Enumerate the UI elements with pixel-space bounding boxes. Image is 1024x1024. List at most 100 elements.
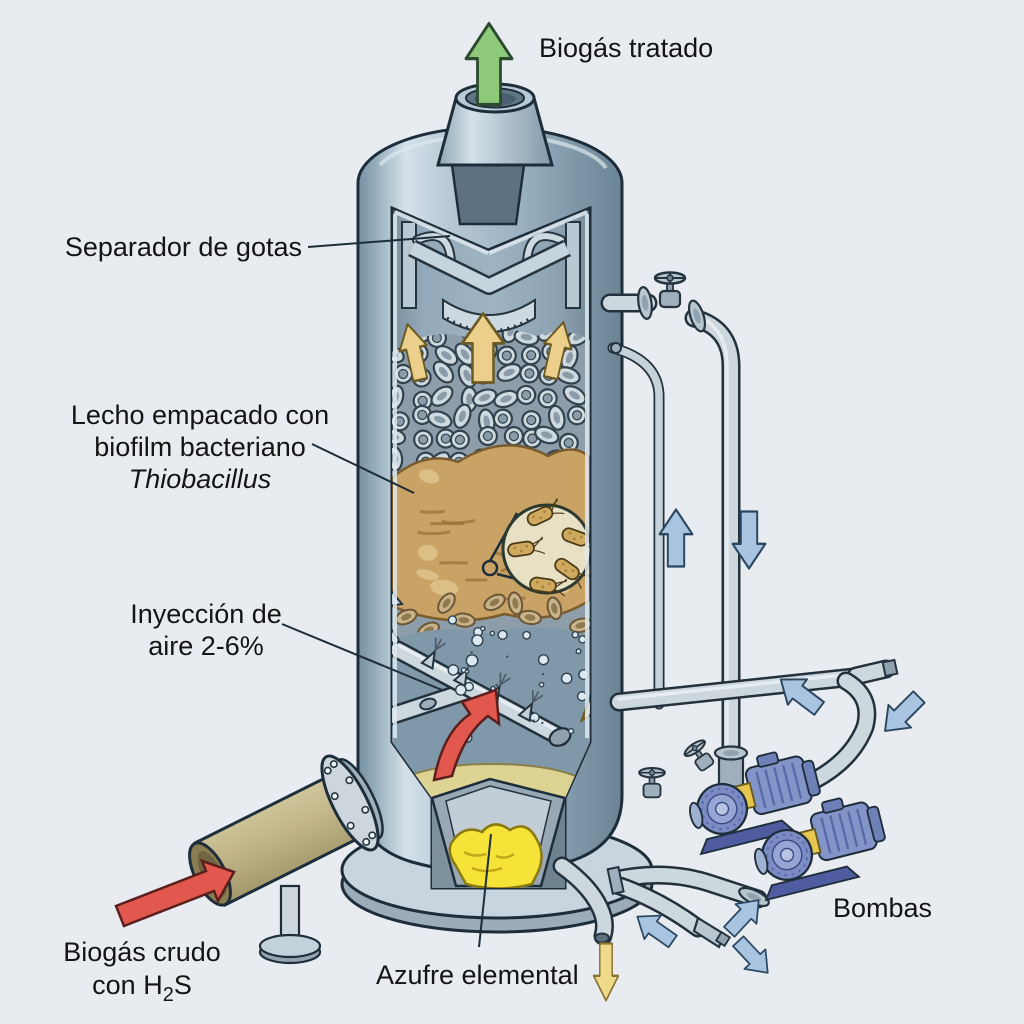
bacterium <box>507 536 546 558</box>
packing-ring <box>412 390 433 411</box>
bubble <box>489 630 496 637</box>
drain-outlet <box>594 932 610 944</box>
label-packed-bed-3: Thiobacillus <box>129 464 272 494</box>
bacteria-inset <box>481 497 590 597</box>
packing-ring <box>412 404 433 426</box>
inlet-support-base <box>258 933 322 959</box>
bacterium <box>554 557 590 589</box>
packing-ring <box>518 609 542 626</box>
bubble <box>575 648 582 655</box>
flange-bolt <box>346 821 355 830</box>
flow-arrow-5 <box>726 930 780 984</box>
droplet-separator <box>401 221 581 333</box>
flange-bolt <box>330 792 339 801</box>
sulfur-sump <box>430 777 567 888</box>
packing-ring <box>547 404 566 431</box>
packing-ring <box>562 385 587 406</box>
network-valve-2 <box>681 736 719 776</box>
leader-sulfur <box>478 833 492 948</box>
packing-ring <box>519 363 540 384</box>
packing-ring <box>435 428 456 449</box>
packing-ring <box>437 592 456 614</box>
spray-nozzle <box>452 666 469 688</box>
label-packed-bed-2: biofilm bacteriano <box>94 432 306 462</box>
elemental-sulfur-pile <box>448 823 543 888</box>
interior-cutaway <box>390 205 592 890</box>
leader-packed-bed <box>311 443 415 494</box>
packing-ring <box>496 345 517 366</box>
packing-ring <box>449 429 471 450</box>
packing-ring <box>503 426 524 447</box>
packing-ring <box>496 363 522 382</box>
bubble <box>447 615 458 625</box>
packing-ring <box>427 410 453 429</box>
bubble <box>464 669 470 675</box>
bottom-drains <box>552 856 732 949</box>
bubble <box>522 630 531 640</box>
packing-ring <box>413 429 434 450</box>
bubble <box>538 681 545 688</box>
packing-ring <box>432 360 455 384</box>
packing-ring <box>483 593 506 612</box>
packing-ring <box>392 411 410 432</box>
bubble <box>447 664 460 676</box>
label-air-injection-2: aire 2-6% <box>148 631 264 661</box>
packing-ring <box>477 425 498 447</box>
flange-bolt <box>361 805 370 814</box>
flange-bolt <box>362 837 371 846</box>
pump-piping-network <box>609 658 899 911</box>
label-raw-biogas-1: Biogás crudo <box>63 937 221 967</box>
label-elemental-sulfur: Azufre elemental <box>376 960 579 990</box>
label-droplet-separator: Separador de gotas <box>65 232 302 262</box>
packing-ring <box>555 366 581 385</box>
bubble <box>578 635 587 644</box>
gas-swirl-arrow-red <box>432 688 501 782</box>
flange-bolt <box>329 760 338 769</box>
bubble <box>465 654 479 667</box>
flow-arrow-2 <box>872 684 932 744</box>
flange-bolt <box>345 776 354 785</box>
inlet-flange <box>320 754 380 852</box>
packing-ring <box>516 384 537 406</box>
label-packed-bed-1: Lecho empacado con <box>71 400 329 430</box>
bubble <box>567 727 575 735</box>
packing-ring <box>472 388 498 407</box>
drain-arrow <box>592 942 620 1002</box>
packing-ring <box>521 410 542 431</box>
packing-ring <box>507 591 524 616</box>
gas-plenum-slot <box>450 163 526 226</box>
spray-nozzle <box>517 701 534 723</box>
packing-ring <box>546 596 563 621</box>
bubble <box>560 672 573 685</box>
bacterium <box>526 497 565 527</box>
label-air-injection-1: Inyección de <box>130 599 282 629</box>
packing-ring <box>453 403 472 429</box>
leader-droplet-separator <box>307 235 451 248</box>
flange-bolt <box>323 766 332 775</box>
bubble <box>497 629 508 640</box>
packing-ring <box>534 425 560 445</box>
top-valve <box>653 271 687 309</box>
bubble <box>571 631 579 639</box>
bubble <box>537 654 550 666</box>
bubble <box>454 684 467 696</box>
spray-nozzle <box>420 649 437 671</box>
pipe-clamp <box>606 865 625 895</box>
flange-bolt <box>368 831 377 840</box>
bubble <box>471 634 484 647</box>
packing-ring <box>492 408 513 429</box>
label-pumps: Bombas <box>833 893 932 923</box>
bubble <box>529 712 540 723</box>
packing-ring <box>430 385 454 407</box>
bubble <box>480 625 486 632</box>
leader-air-injection <box>281 623 443 691</box>
raw-gas-arrow <box>114 858 236 928</box>
packing-ring <box>493 389 519 409</box>
recirculation-piping <box>600 271 741 760</box>
label-raw-biogas-2: con H2S <box>92 970 192 1006</box>
packing-ring <box>558 432 579 453</box>
label-treated-biogas: Biogás tratado <box>539 33 713 63</box>
liquid-up-arrow <box>658 508 694 568</box>
